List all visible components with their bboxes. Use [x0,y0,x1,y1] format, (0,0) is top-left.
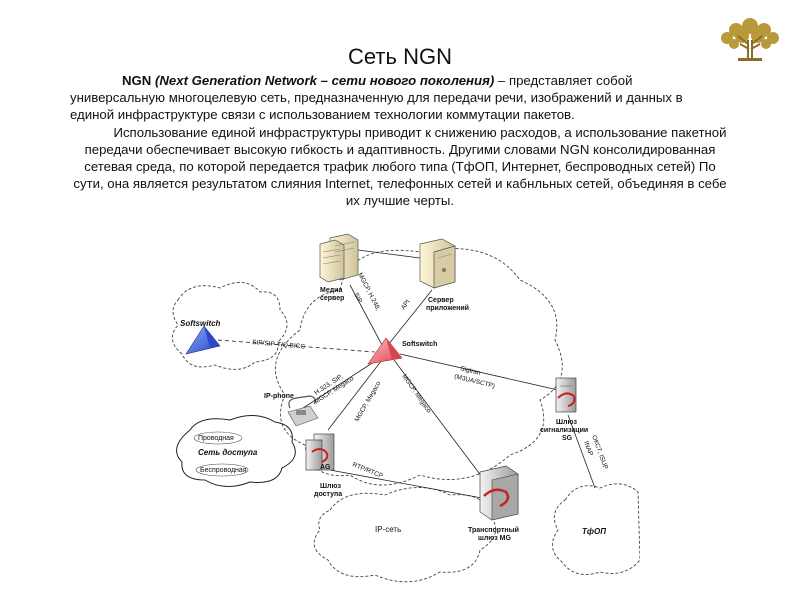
body-text: NGN (Next Generation Network – сети ново… [70,72,730,210]
proto-mgcp-megaco-3: MGCP, Megaco [400,373,432,415]
media-server-icon [319,233,359,283]
intro-rest: представляет собой универсальную многоце… [70,73,683,123]
link-softswitch-ag [327,359,383,431]
access-net-title: Сеть доступа [198,448,258,457]
intro-dash: – [497,73,506,88]
ip-cloud [313,487,497,583]
access-gw-label-1: Шлюз [320,483,341,490]
sg-label-2: сигнализации [540,427,588,434]
link-ag-mg [329,469,483,499]
media-server-label-2: сервер [320,295,344,302]
link-media-app-top [357,249,421,259]
ip-phone-label: IP-phone [264,393,294,400]
wired-badge: Проводная [193,431,243,445]
transport-gw-label-2: шлюз MG [478,535,512,542]
ip-phone-icon [287,395,319,427]
signal-gateway-icon [555,377,577,413]
proto-sip-top: SIP [352,292,363,305]
page-title: Сеть NGN [348,44,452,69]
proto-mgcp-megaco-2: MGCP, Megaco [354,380,383,423]
proto-sigtran: Sigtran [460,365,482,377]
ngn-diagram: Медиа сервер Сервер приложений Softswitc… [172,233,640,583]
link-softswitch-left [217,339,376,353]
sg-label-3: SG [562,435,573,442]
pstn-cloud [552,483,640,575]
softswitch-red-icon [367,337,403,365]
left-cloud [172,282,288,370]
access-wired-label: Проводная [198,435,234,442]
wireless-badge: Беспроводная [195,463,249,477]
app-server-label-2: приложений [426,304,469,312]
ag-label: AG [320,464,331,471]
transport-gateway-icon [479,465,519,521]
proto-api: API [400,298,412,311]
link-media-softswitch [349,284,383,346]
pstn-label: ТфОП [582,527,606,536]
intro-abbr: NGN [122,73,152,88]
softswitch-left-label: Softswitch [180,319,221,328]
intro-definition: (Next Generation Network – сети нового п… [154,73,495,88]
link-softswitch-mg [393,359,489,486]
link-softswitch-sg [399,353,559,391]
link-sg-pstn [567,414,596,489]
tree-logo-icon [721,18,779,61]
softswitch-center-label: Softswitch [402,341,437,348]
proto-inap: INAP [582,440,594,457]
access-gw-label-2: доступа [314,491,342,498]
media-server-label-1: Медиа [320,287,342,294]
intro-paragraph: NGN (Next Generation Network – сети ново… [70,72,730,124]
app-server-label-1: Сервер [428,297,454,304]
link-app-softswitch [387,289,433,346]
softswitch-blue-icon [185,325,221,355]
sg-label-1: Шлюз [556,419,577,426]
second-paragraph: Использование единой инфраструктуры прив… [70,124,730,210]
access-gateway-icon [305,433,335,471]
proto-sip-t: SIP/SIP-T/Q.BICC [252,339,306,351]
access-wireless-label: Беспроводная [200,467,247,474]
transport-gw-label-1: Транспортный [468,526,519,534]
access-cloud [176,415,296,487]
app-server-icon [419,238,456,289]
proto-mgcp-h248: MGCP, H.248, [356,272,381,312]
link-softswitch-ipphone [299,357,381,411]
second-paragraph-text: Использование единой инфраструктуры прив… [73,124,727,209]
ip-net-label: IP-сеть [375,525,401,534]
